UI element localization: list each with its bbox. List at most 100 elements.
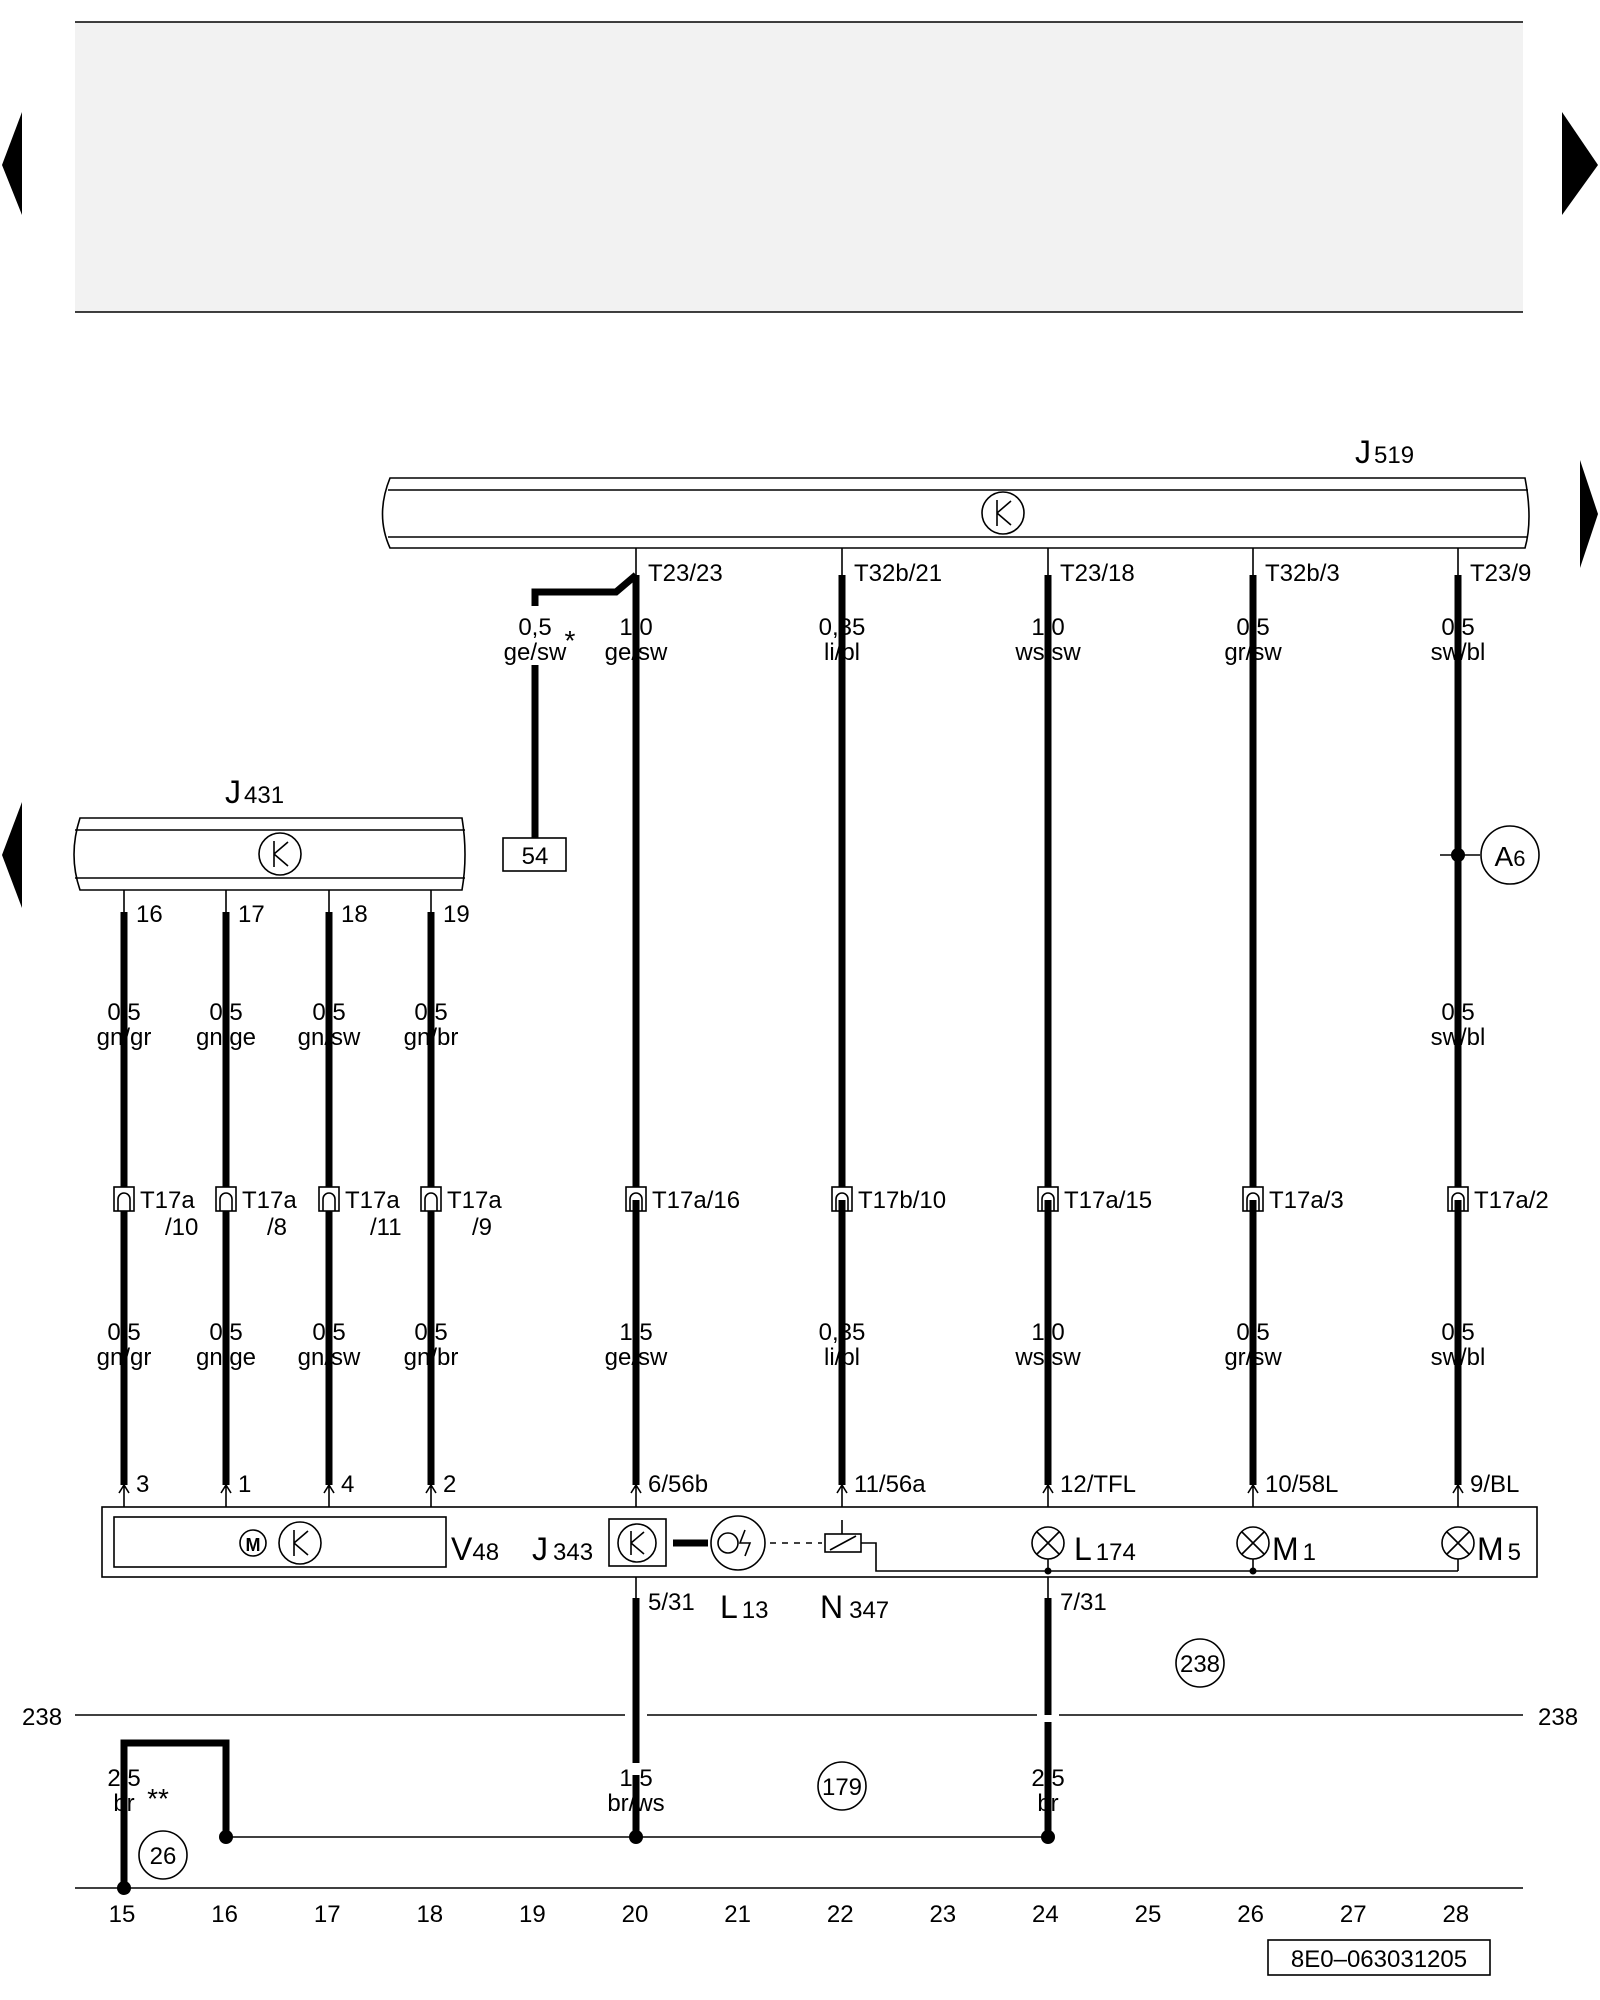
track-number: 18 — [416, 1901, 443, 1928]
pin-label: 4 — [341, 1471, 354, 1498]
track-number: 20 — [622, 1901, 649, 1928]
inline-connector-icon — [420, 1186, 442, 1212]
wire-size: 1,0 — [1031, 1319, 1064, 1346]
pin-arrow-icon — [1452, 1483, 1464, 1507]
pin-label: 10/58L — [1265, 1471, 1338, 1498]
track-number: 23 — [929, 1901, 956, 1928]
doc-code: 8E0–063031205 — [1291, 1946, 1467, 1973]
connector-label: T17a/15 — [1064, 1187, 1152, 1214]
track-number: 21 — [724, 1901, 751, 1928]
wire-color: ws/sw — [1014, 1344, 1081, 1371]
reference-circle: 179 — [817, 1761, 867, 1811]
svg-text:V48: V48 — [451, 1531, 499, 1567]
wire-color: sw/bl — [1431, 639, 1486, 666]
wire-size: 0,5 — [1441, 1319, 1474, 1346]
wire-color: ge/sw — [605, 639, 668, 666]
terminal-54-label: 54 — [522, 843, 549, 870]
wire-color: gn/sw — [298, 1344, 361, 1371]
track-number: 25 — [1135, 1901, 1162, 1928]
pin-label: 1 — [238, 1471, 251, 1498]
wire-color: br/ws — [607, 1790, 664, 1817]
wire-color: gn/gr — [97, 1024, 152, 1051]
svg-text:M5: M5 — [1477, 1531, 1521, 1567]
pin-label: 5/31 — [648, 1589, 695, 1616]
side-ref-right: 238 — [1538, 1704, 1578, 1731]
connector-label: T17a — [140, 1187, 195, 1214]
bottom-pin-labels: 3 1 4 2 6/56b 11/56a 12/TFL 10/58L 9/BL — [136, 1471, 1519, 1498]
previous-page-arrow-icon[interactable] — [2, 112, 22, 215]
wire-size: 0,5 — [1441, 999, 1474, 1026]
wire-size: 0,5 — [107, 999, 140, 1026]
pin-arrow-icon — [220, 1483, 232, 1507]
m1-label: M — [1272, 1531, 1299, 1567]
connector-label: /8 — [267, 1214, 287, 1241]
inline-connectors — [113, 1186, 1469, 1212]
j519-pin-label: T32b/3 — [1265, 560, 1340, 587]
ground-wire-runs — [117, 1577, 1055, 1895]
j431-label: J — [225, 774, 241, 810]
wire-size: 0,5 — [1441, 614, 1474, 641]
upper-wire-runs — [531, 548, 1462, 1200]
svg-text:A6: A6 — [1495, 841, 1526, 872]
reference-circle-label: 238 — [1180, 1651, 1220, 1678]
track-number: 22 — [827, 1901, 854, 1928]
reference-circle-label: 179 — [822, 1774, 862, 1801]
upper-wire-labels: 0,5 ge/sw * 1,0 ge/sw 0,35 li/bl 1,0 ws/… — [504, 614, 1486, 666]
m5-label: M — [1477, 1531, 1504, 1567]
wire-color: gn/ge — [196, 1344, 256, 1371]
track-number: 26 — [1237, 1901, 1264, 1928]
pin-label: 7/31 — [1060, 1589, 1107, 1616]
wire-color: sw/bl — [1431, 1024, 1486, 1051]
wire-size: 0,5 — [1236, 1319, 1269, 1346]
track-number: 19 — [519, 1901, 546, 1928]
pin-arrow-icon — [323, 1483, 335, 1507]
j519-pin-label: T32b/21 — [854, 560, 942, 587]
wire-color: gr/sw — [1224, 639, 1282, 666]
wire-color: gn/ge — [196, 1024, 256, 1051]
wire-size: 1,5 — [619, 1765, 652, 1792]
pin-label: 9/BL — [1470, 1471, 1519, 1498]
l174-label: L — [1074, 1531, 1092, 1567]
wire-size: 0,5 — [1236, 614, 1269, 641]
svg-text:L13: L13 — [720, 1589, 769, 1625]
wire-size: 0,5 — [209, 1319, 242, 1346]
wire-note-mark: * — [565, 625, 576, 656]
j431-pin-label: 18 — [341, 901, 368, 928]
continue-left-arrow-icon[interactable] — [2, 802, 22, 908]
side-ref-left: 238 — [22, 1704, 62, 1731]
j343-label: J — [532, 1531, 548, 1567]
continue-right-arrow-icon[interactable] — [1580, 460, 1598, 568]
reference-circle: 26 — [138, 1830, 188, 1880]
pin-arrow-icon — [630, 1483, 642, 1507]
control-unit-icon — [617, 1523, 657, 1563]
xenon-lamp-icon — [710, 1515, 766, 1571]
track-number: 24 — [1032, 1901, 1059, 1928]
j519-label: J — [1355, 434, 1371, 470]
connector-label: T17a/2 — [1474, 1187, 1549, 1214]
track-number: 27 — [1340, 1901, 1367, 1928]
lower-wire-labels: 0,5 gn/gr 0,5 gn/ge 0,5 gn/sw 0,5 gn/br … — [97, 1319, 1486, 1371]
wire-color: li/bl — [824, 639, 860, 666]
control-unit-icon — [278, 1521, 322, 1565]
doc-code-box — [1267, 1939, 1491, 1976]
l13-label: L — [720, 1589, 738, 1625]
wire-size: 0,5 — [414, 1319, 447, 1346]
track-number: 17 — [314, 1901, 341, 1928]
wire-size: 2,5 — [107, 1765, 140, 1792]
wire-color: gn/br — [404, 1024, 459, 1051]
pin-label: 11/56a — [854, 1471, 926, 1498]
wire-color: gn/gr — [97, 1344, 152, 1371]
next-page-arrow-icon[interactable] — [1562, 112, 1598, 215]
connector-label: /11 — [370, 1214, 402, 1241]
pin-arrow-icon — [1247, 1483, 1259, 1507]
left-upper-wire-labels: 0,5 gn/gr 0,5 gn/ge 0,5 gn/sw 0,5 gn/br … — [97, 999, 1486, 1051]
inline-connector-icon — [318, 1186, 340, 1212]
